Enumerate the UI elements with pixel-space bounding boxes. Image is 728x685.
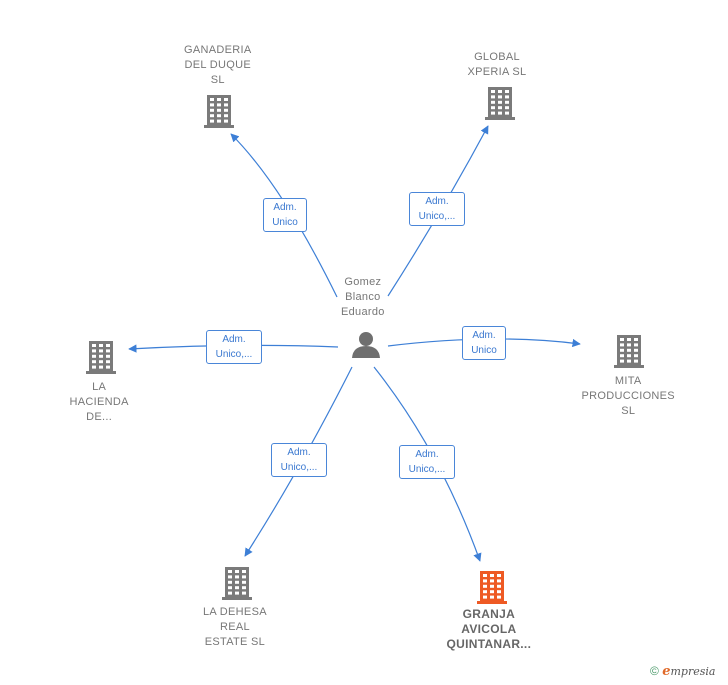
role-badge-text: Unico,... — [418, 211, 456, 222]
company-name-mita-line: MITA — [614, 375, 642, 387]
company-name-granja-line: AVICOLA — [461, 622, 517, 636]
company-name-hacienda: LA HACIENDA DE... — [70, 380, 129, 425]
role-badge-global[interactable]: Adm. Unico,... — [409, 192, 465, 226]
company-name-hacienda-line: HACIENDA — [69, 396, 129, 408]
role-badge-text: Adm. — [472, 330, 496, 341]
building-icon[interactable] — [86, 341, 116, 374]
company-name-mita-line: PRODUCCIONES — [581, 390, 675, 402]
company-name-ganaderia-line: GANADERIA — [184, 44, 252, 56]
company-name-global-line: GLOBAL — [474, 51, 520, 63]
role-badge-ganaderia[interactable]: Adm. Unico — [263, 198, 307, 232]
person-icon[interactable] — [352, 332, 380, 358]
company-name-global-line: XPERIA SL — [467, 66, 527, 78]
role-badge-granja[interactable]: Adm. Unico,... — [399, 445, 455, 479]
copyright-symbol: © — [650, 664, 659, 678]
company-name-dehesa: LA DEHESA REAL ESTATE SL — [203, 605, 267, 650]
building-icon[interactable] — [614, 335, 644, 368]
icons-layer — [86, 87, 644, 604]
company-name-dehesa-line: REAL — [219, 621, 250, 633]
company-name-dehesa-line: ESTATE SL — [204, 636, 266, 648]
building-icon[interactable] — [485, 87, 515, 120]
company-name-mita-line: SL — [621, 405, 636, 417]
role-badge-text: Unico,... — [408, 464, 446, 475]
role-badge-text: Unico — [272, 217, 298, 228]
company-name-hacienda-line: LA — [92, 381, 107, 393]
role-badge-text: Adm. — [273, 202, 297, 213]
brand-logo: empresia — [662, 664, 716, 679]
role-badge-text: Adm. — [415, 449, 439, 460]
role-badge-text: Adm. — [425, 196, 449, 207]
edges-layer — [128, 125, 581, 562]
role-badge-mita[interactable]: Adm. Unico — [462, 326, 506, 360]
building-icon[interactable] — [204, 95, 234, 128]
company-name-global: GLOBAL XPERIA SL — [468, 50, 527, 80]
building-icon[interactable] — [222, 567, 252, 600]
person-name-line: Blanco — [345, 291, 381, 303]
role-badge-text: Unico — [471, 345, 497, 356]
brand-footer[interactable]: © empresia — [650, 664, 715, 679]
role-badge-dehesa[interactable]: Adm. Unico,... — [271, 443, 327, 477]
company-name-granja-line: GRANJA — [462, 607, 516, 621]
company-name-ganaderia-line: SL — [210, 74, 225, 86]
role-badge-text: Unico,... — [215, 349, 253, 360]
role-badge-text: Adm. — [287, 447, 311, 458]
role-badge-text: Unico,... — [280, 462, 318, 473]
role-badge-hacienda[interactable]: Adm. Unico,... — [206, 330, 262, 364]
role-badge-text: Adm. — [222, 334, 246, 345]
company-name-ganaderia: GANADERIA DEL DUQUE SL — [184, 43, 252, 88]
company-name-ganaderia-line: DEL DUQUE — [184, 59, 251, 71]
person-name-line: Eduardo — [341, 306, 385, 318]
person-name-line: Gomez — [344, 276, 382, 288]
building-icon[interactable] — [477, 571, 507, 604]
company-name-dehesa-line: LA DEHESA — [203, 606, 267, 618]
company-name-granja-line: QUINTANAR... — [446, 637, 532, 651]
company-name-mita: MITA PRODUCCIONES SL — [582, 374, 675, 419]
company-name-hacienda-line: DE... — [86, 411, 113, 423]
